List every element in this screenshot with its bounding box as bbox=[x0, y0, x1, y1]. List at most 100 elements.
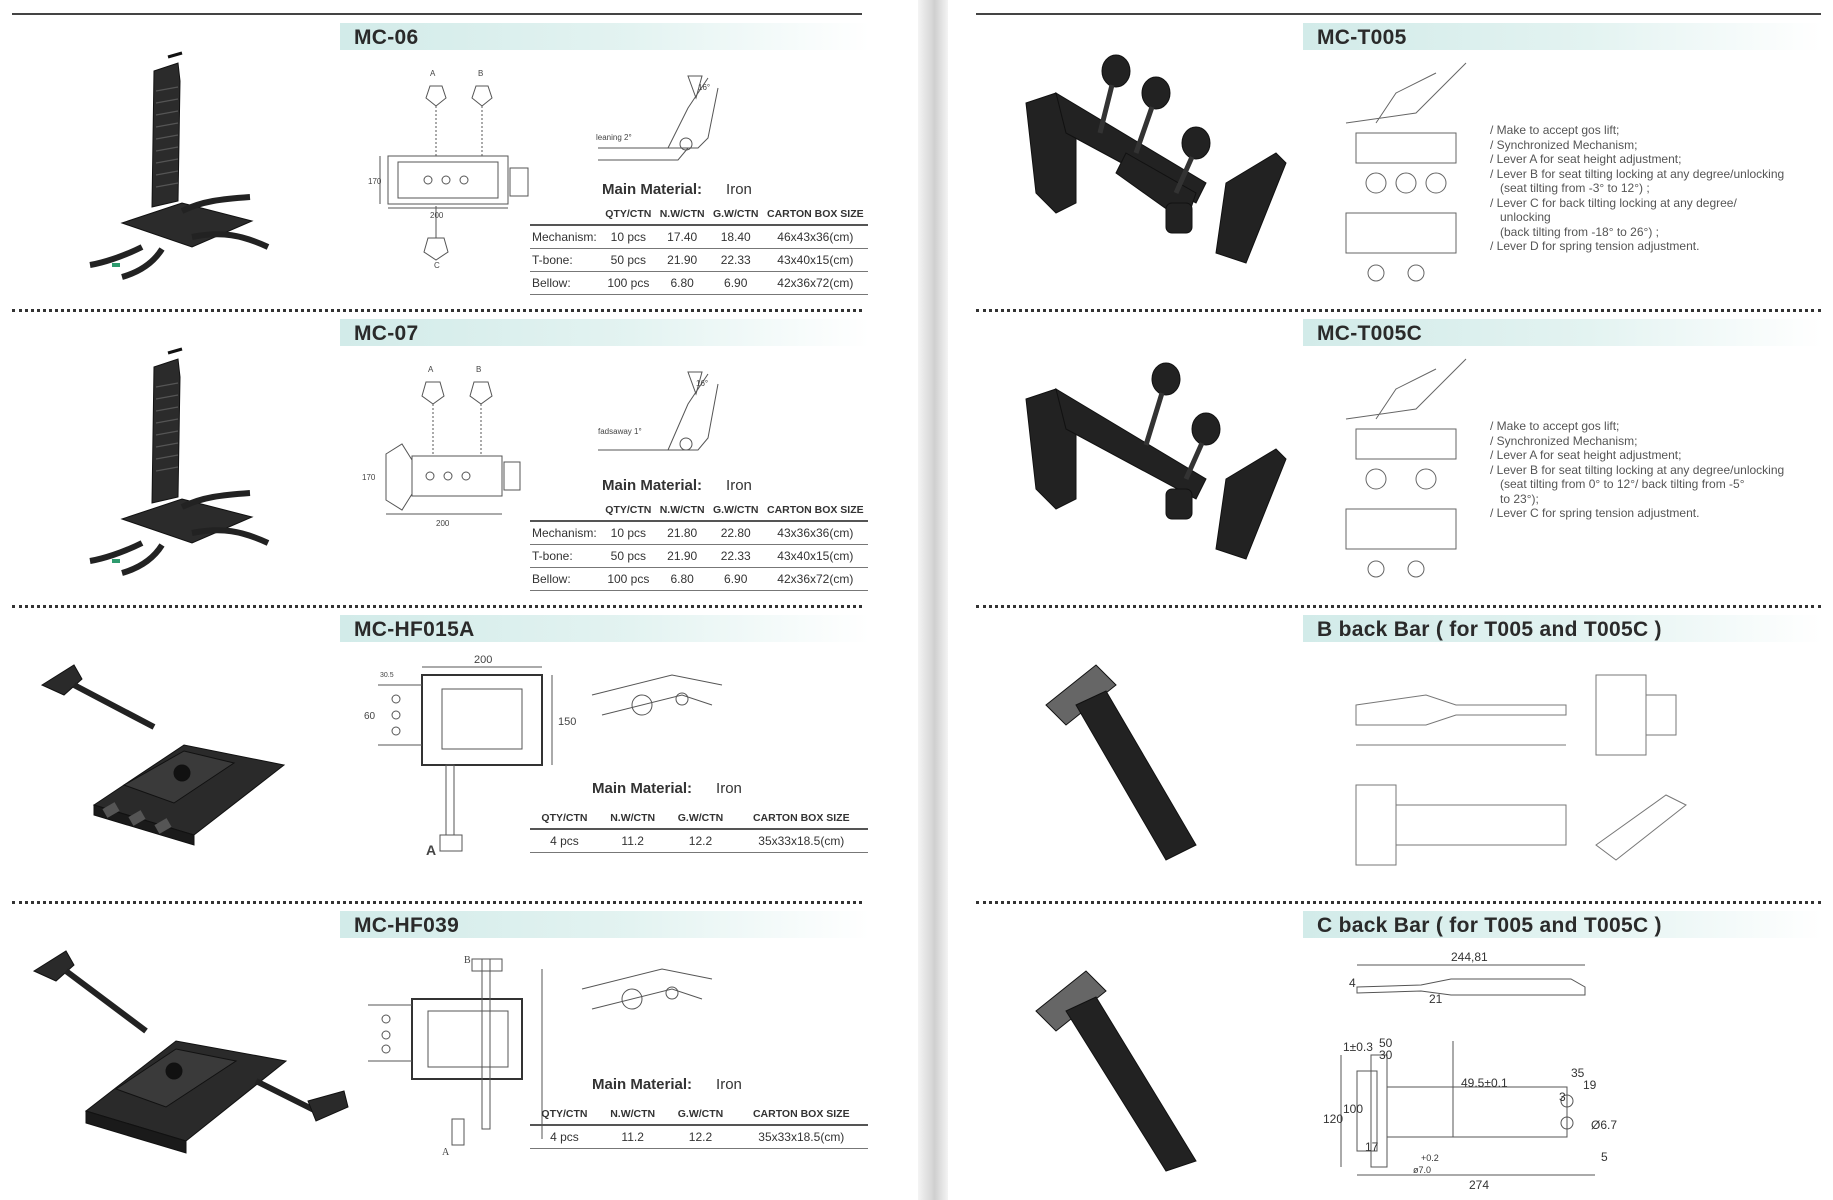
section-divider bbox=[976, 901, 1821, 904]
spec-table: QTY/CTN N.W/CTN G.W/CTN CARTON BOX SIZE … bbox=[530, 501, 868, 591]
dim-4: 4 bbox=[1349, 976, 1356, 990]
table-header: QTY/CTN bbox=[530, 1105, 599, 1126]
table-cell: 50 pcs bbox=[601, 544, 656, 568]
table-cell: 100 pcs bbox=[601, 271, 656, 295]
spec-table: QTY/CTN N.W/CTN G.W/CTN CARTON BOX SIZE … bbox=[530, 809, 868, 853]
section-divider bbox=[976, 309, 1821, 312]
table-cell: 11.2 bbox=[598, 829, 667, 853]
table-cell: 43x36x36(cm) bbox=[762, 521, 868, 545]
product-section-b-back-bar: B back Bar ( for T005 and T005C ) bbox=[976, 605, 1823, 903]
product-section-mc-hf039: MC-HF039 bbox=[12, 901, 870, 1199]
leaning-label: leaning 2° bbox=[596, 133, 632, 142]
dim-170: 170 bbox=[368, 177, 382, 186]
table-header bbox=[530, 501, 602, 522]
section-divider bbox=[12, 309, 862, 312]
table-row: 4 pcs 11.2 12.2 35x33x18.5(cm) bbox=[530, 1125, 868, 1149]
dim-50: 50 bbox=[1379, 1036, 1393, 1050]
dim-5: 5 bbox=[1601, 1150, 1608, 1164]
technical-drawing bbox=[1355, 674, 1687, 866]
table-cell: 17.40 bbox=[655, 225, 709, 249]
section-title: MC-T005C bbox=[1317, 322, 1423, 345]
table-cell: 12.2 bbox=[666, 1125, 735, 1149]
table-header bbox=[530, 205, 602, 226]
mechanism-photo bbox=[1025, 54, 1287, 264]
table-header: N.W/CTN bbox=[598, 809, 667, 830]
right-page: MC-T005 / Make to bbox=[948, 0, 1833, 1200]
table-row: Bellow: 100 pcs 6.80 6.90 42x36x72(cm) bbox=[530, 271, 868, 295]
dim-21: 21 bbox=[1429, 992, 1443, 1006]
technical-drawing: A B C 200 170 16° leaning 2° bbox=[368, 69, 719, 268]
dim-3: 3 bbox=[1559, 1090, 1566, 1104]
table-header: CARTON BOX SIZE bbox=[734, 1105, 868, 1126]
table-cell: T-bone: bbox=[530, 248, 602, 272]
dim-200: 200 bbox=[474, 655, 492, 666]
dim-30: 30.5 bbox=[380, 672, 394, 679]
mechanism-photo bbox=[89, 347, 270, 576]
table-cell: 22.80 bbox=[708, 521, 763, 545]
main-material-label: Main Material: bbox=[592, 780, 693, 797]
dim-150: 150 bbox=[558, 716, 576, 728]
dim-hole: ø7.0 bbox=[1413, 1165, 1431, 1175]
mechanism-photo bbox=[89, 51, 270, 280]
table-header: QTY/CTN bbox=[601, 205, 656, 226]
technical-drawing: A B 200 170 16° fadsaway 1° bbox=[362, 365, 719, 528]
main-material-value: Iron bbox=[716, 780, 742, 797]
section-divider bbox=[12, 13, 862, 15]
mechanism-photo bbox=[32, 950, 349, 1154]
product-section-c-back-bar: C back Bar ( for T005 and T005C ) 244, bbox=[976, 901, 1823, 1199]
main-material: Main Material:Iron bbox=[602, 181, 752, 198]
table-cell: 42x36x72(cm) bbox=[762, 271, 868, 295]
section-title-bar: MC-07 bbox=[340, 319, 870, 346]
table-cell: 10 pcs bbox=[601, 225, 656, 249]
main-material: Main Material:Iron bbox=[592, 1076, 742, 1093]
section-divider bbox=[976, 605, 1821, 608]
table-header: CARTON BOX SIZE bbox=[734, 809, 868, 830]
feature-notes: / Make to accept gos lift; / Synchronize… bbox=[1490, 123, 1785, 253]
table-cell: 11.2 bbox=[598, 1125, 667, 1149]
table-cell: 4 pcs bbox=[530, 1125, 599, 1149]
table-cell: Mechanism: bbox=[530, 225, 602, 249]
section-title: B back Bar ( for T005 and T005C ) bbox=[1317, 618, 1662, 641]
table-cell: 46x43x36(cm) bbox=[762, 225, 868, 249]
main-material: Main Material: Iron bbox=[592, 780, 742, 797]
table-header: G.W/CTN bbox=[708, 205, 763, 226]
main-material-value: Iron bbox=[726, 181, 752, 198]
section-divider bbox=[12, 901, 862, 904]
dim-diameter: Ø6.7 bbox=[1591, 1118, 1617, 1132]
main-material-label: Main Material: bbox=[592, 1076, 693, 1093]
section-title-bar: MC-HF039 bbox=[340, 911, 870, 938]
technical-drawing bbox=[1345, 62, 1467, 282]
dim-200: 200 bbox=[436, 519, 450, 528]
section-title: MC-HF039 bbox=[354, 914, 460, 937]
table-cell: Bellow: bbox=[530, 567, 602, 591]
section-title-bar: MC-T005 bbox=[1303, 23, 1823, 50]
label-b: B bbox=[464, 955, 471, 966]
table-header: QTY/CTN bbox=[530, 809, 599, 830]
table-header: N.W/CTN bbox=[598, 1105, 667, 1126]
angle-label: 16° bbox=[696, 379, 708, 388]
table-row: T-bone: 50 pcs 21.90 22.33 43x40x15(cm) bbox=[530, 544, 868, 568]
table-header: QTY/CTN bbox=[601, 501, 656, 522]
section-divider bbox=[976, 13, 1821, 15]
table-header: G.W/CTN bbox=[666, 1105, 735, 1126]
left-page: MC-06 bbox=[12, 13, 870, 1199]
table-cell: 6.80 bbox=[655, 567, 709, 591]
table-cell: 50 pcs bbox=[601, 248, 656, 272]
table-cell: 22.33 bbox=[708, 544, 763, 568]
feature-notes: / Make to accept gos lift; / Synchronize… bbox=[1490, 419, 1785, 520]
dim-tolerance: +0.2 bbox=[1421, 1153, 1439, 1163]
section-title-bar: C back Bar ( for T005 and T005C ) bbox=[1303, 911, 1823, 938]
label-a: A bbox=[426, 842, 436, 858]
table-header: N.W/CTN bbox=[655, 501, 709, 522]
back-bar-photo bbox=[1035, 970, 1197, 1172]
table-row: 4 pcs 11.2 12.2 35x33x18.5(cm) bbox=[530, 829, 868, 853]
section-title: MC-T005 bbox=[1317, 26, 1407, 49]
section-title: MC-06 bbox=[354, 26, 419, 49]
table-cell: 21.90 bbox=[655, 544, 709, 568]
table-cell: 4 pcs bbox=[530, 829, 599, 853]
table-header: N.W/CTN bbox=[655, 205, 709, 226]
section-title-bar: MC-T005C bbox=[1303, 319, 1823, 346]
main-material-label: Main Material: bbox=[602, 477, 703, 494]
table-cell: 42x36x72(cm) bbox=[762, 567, 868, 591]
table-row: Mechanism: 10 pcs 17.40 18.40 46x43x36(c… bbox=[530, 225, 868, 249]
